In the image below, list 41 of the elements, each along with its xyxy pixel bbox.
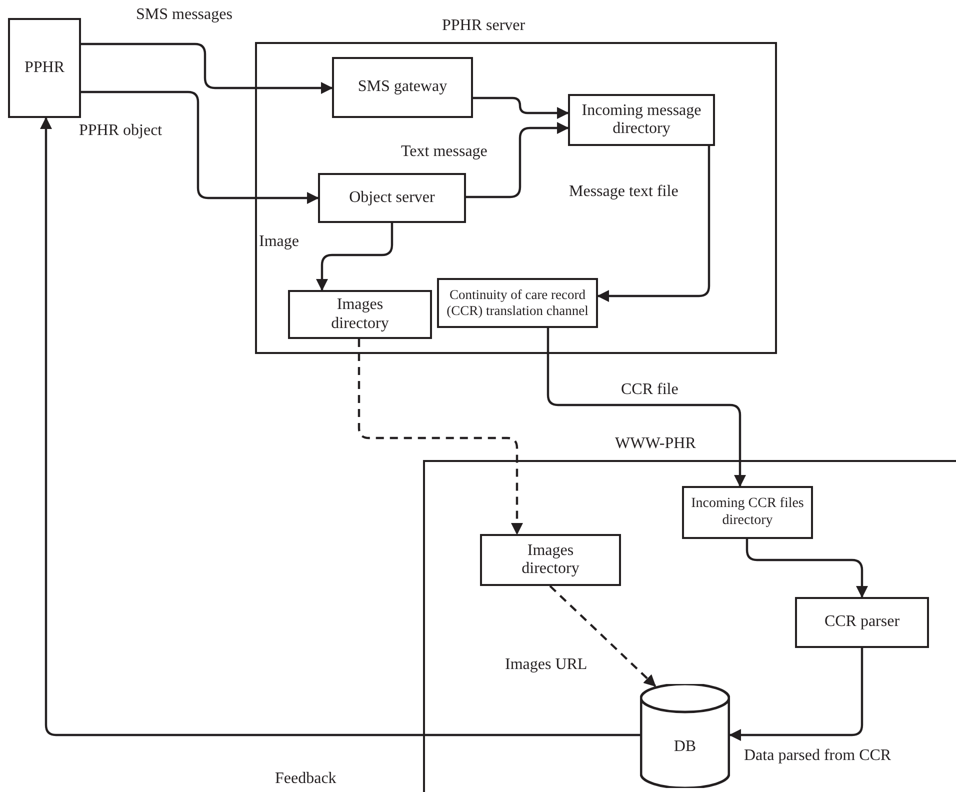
edge-label: Image bbox=[258, 233, 300, 251]
node-label: SMS gateway bbox=[358, 78, 448, 97]
node-label: Images directory bbox=[330, 296, 390, 333]
arrow bbox=[40, 117, 640, 736]
edge-label: SMS messages bbox=[135, 6, 234, 24]
node-label: PPHR bbox=[24, 58, 65, 78]
panel-heading: WWW-PHR bbox=[615, 435, 696, 454]
database-cylinder bbox=[640, 684, 730, 788]
device-box bbox=[8, 18, 81, 118]
process-box bbox=[568, 94, 715, 146]
process-box bbox=[288, 290, 432, 339]
edge-label: Data parsed from CCR bbox=[743, 747, 892, 765]
edge-label: Images URL bbox=[504, 656, 588, 674]
process-box bbox=[682, 486, 813, 539]
process-box bbox=[480, 534, 621, 586]
arrow bbox=[597, 146, 710, 302]
node-label: CCR parser bbox=[824, 613, 900, 632]
process-box bbox=[437, 278, 598, 328]
edge-label: Message text file bbox=[568, 183, 680, 201]
process-box bbox=[332, 57, 473, 118]
edge-label: PPHR object bbox=[78, 122, 164, 140]
process-box bbox=[318, 173, 466, 223]
dashed-arrow bbox=[549, 585, 656, 687]
panel-heading: PPHR server bbox=[442, 17, 526, 36]
node-label: Incoming message directory bbox=[580, 102, 702, 138]
node-label: Incoming CCR files directory bbox=[690, 496, 805, 529]
arrow bbox=[81, 42, 333, 94]
arrow bbox=[316, 223, 394, 291]
arrow bbox=[466, 122, 569, 198]
arrow bbox=[729, 648, 864, 741]
node-label: Continuity of care record (CCR) translation channel bbox=[446, 287, 590, 319]
arrow bbox=[746, 539, 868, 598]
process-box bbox=[795, 597, 929, 648]
arrow bbox=[546, 328, 746, 487]
dashed-arrow bbox=[358, 339, 523, 535]
arrow bbox=[473, 96, 569, 119]
edge-label: Text message bbox=[400, 143, 488, 161]
node-label: Images directory bbox=[520, 542, 580, 578]
node-label: Object server bbox=[349, 188, 435, 208]
arrow bbox=[81, 90, 319, 204]
node-label: DB bbox=[674, 738, 696, 756]
